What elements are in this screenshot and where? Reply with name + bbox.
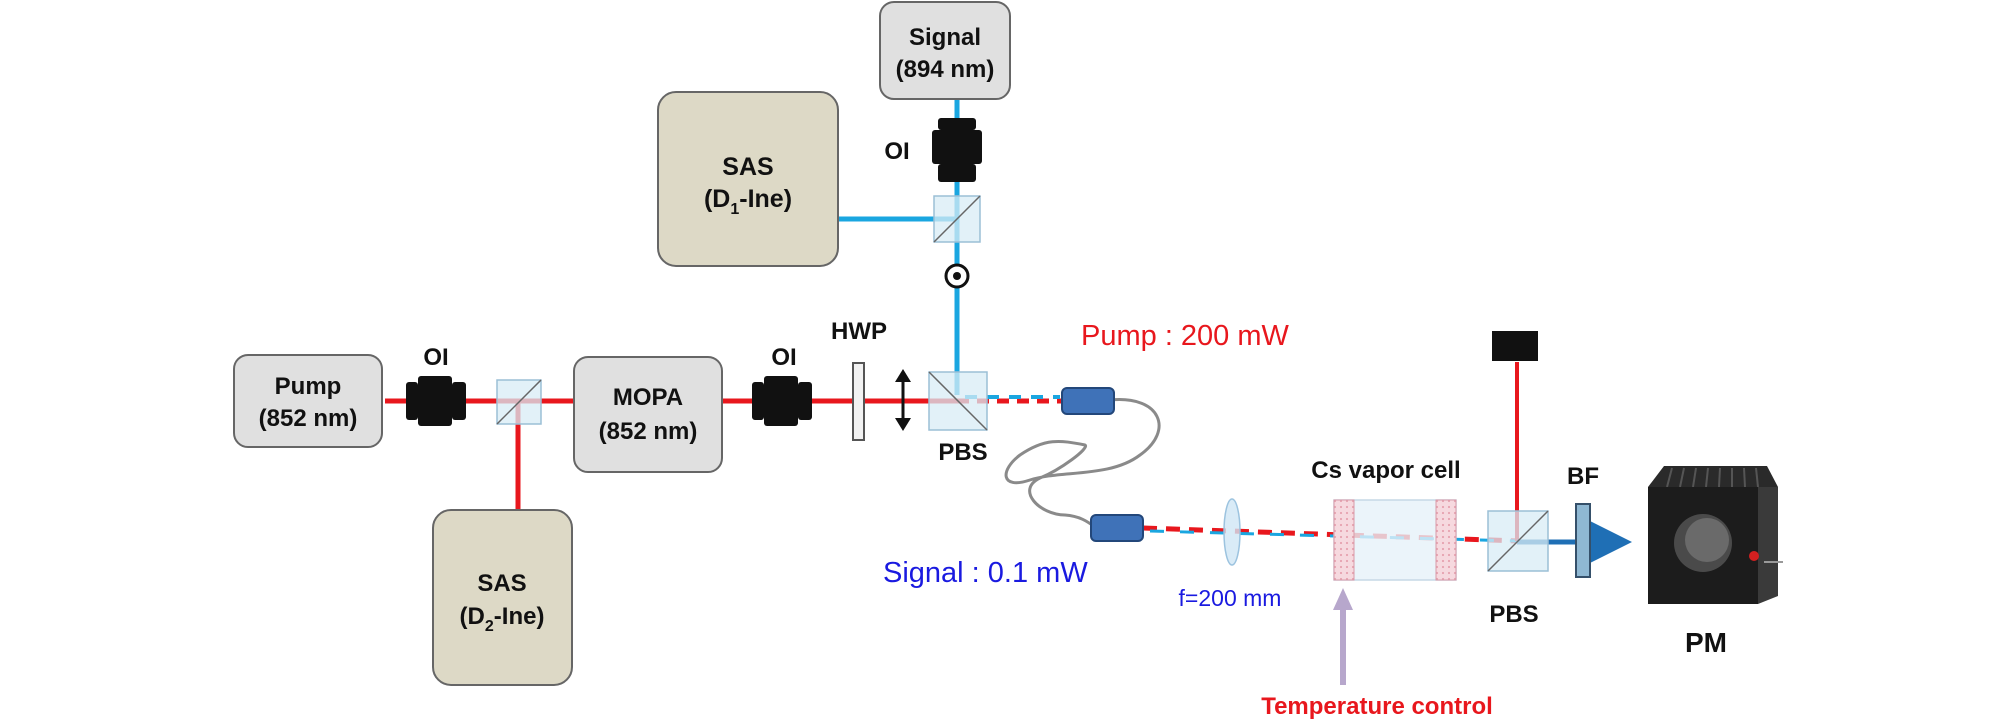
signal-laser-title: Signal <box>909 24 981 51</box>
sas-d1-box: SAS (D1-Ine) <box>657 91 839 267</box>
signal-laser-wavelength: (894 nm) <box>896 56 995 83</box>
bandpass-filter-icon <box>1575 503 1591 578</box>
polarization-vertical-arrow-icon <box>895 369 911 431</box>
mopa-wavelength: (852 nm) <box>599 418 698 445</box>
pump-power-label: Pump : 200 mW <box>1081 320 1290 352</box>
optical-isolator-mopa-icon <box>752 376 812 426</box>
beam-splitter-signal-icon <box>933 195 981 243</box>
pump-laser-title: Pump <box>275 373 342 400</box>
fiber-coupler-output-icon <box>1090 514 1144 542</box>
beam-splitter-pump-icon <box>496 379 542 425</box>
pbs-output-label: PBS <box>1489 601 1538 628</box>
mopa-box: MOPA (852 nm) <box>573 356 723 473</box>
oi-signal-label: OI <box>884 138 909 165</box>
lens-focal-length-label: f=200 mm <box>1179 585 1282 611</box>
optical-isolator-signal-icon <box>932 118 982 182</box>
temperature-control-label: Temperature control <box>1261 693 1493 720</box>
beam-dump-icon <box>1492 331 1538 361</box>
oi-pump-label: OI <box>423 344 448 371</box>
pm-label: PM <box>1685 627 1727 658</box>
sas-d2-title: SAS <box>477 570 526 597</box>
signal-laser-box: Signal (894 nm) <box>879 1 1011 100</box>
fiber-coupler-input-icon <box>1061 387 1115 415</box>
sas-d2-subtitle: (D2-Ine) <box>460 603 545 635</box>
signal-power-label: Signal : 0.1 mW <box>883 557 1088 589</box>
temperature-control-arrow <box>1333 588 1353 685</box>
pump-laser-wavelength: (852 nm) <box>259 405 358 432</box>
sas-d2-box: SAS (D2-Ine) <box>432 509 573 686</box>
pbs-main-icon <box>928 371 988 431</box>
pbs-main-label: PBS <box>938 439 987 466</box>
hwp-label: HWP <box>831 318 887 345</box>
optical-isolator-pump-icon <box>406 376 466 426</box>
pbs-output-icon <box>1487 510 1549 572</box>
pump-laser-box: Pump (852 nm) <box>233 354 383 448</box>
sas-d1-subtitle: (D1-Ine) <box>704 185 792 218</box>
half-wave-plate-icon <box>852 362 865 441</box>
oi-mopa-label: OI <box>771 344 796 371</box>
polarization-out-of-plane-icon <box>944 263 970 289</box>
optical-fiber <box>1004 398 1161 529</box>
mopa-title: MOPA <box>613 384 683 411</box>
cs-vapor-cell-icon <box>1333 499 1457 581</box>
power-meter-icon <box>1648 466 1783 604</box>
sas-d1-title: SAS <box>722 153 773 181</box>
cs-vapor-cell-label: Cs vapor cell <box>1311 457 1460 484</box>
bf-label: BF <box>1567 463 1599 490</box>
lens-icon <box>1223 498 1241 566</box>
